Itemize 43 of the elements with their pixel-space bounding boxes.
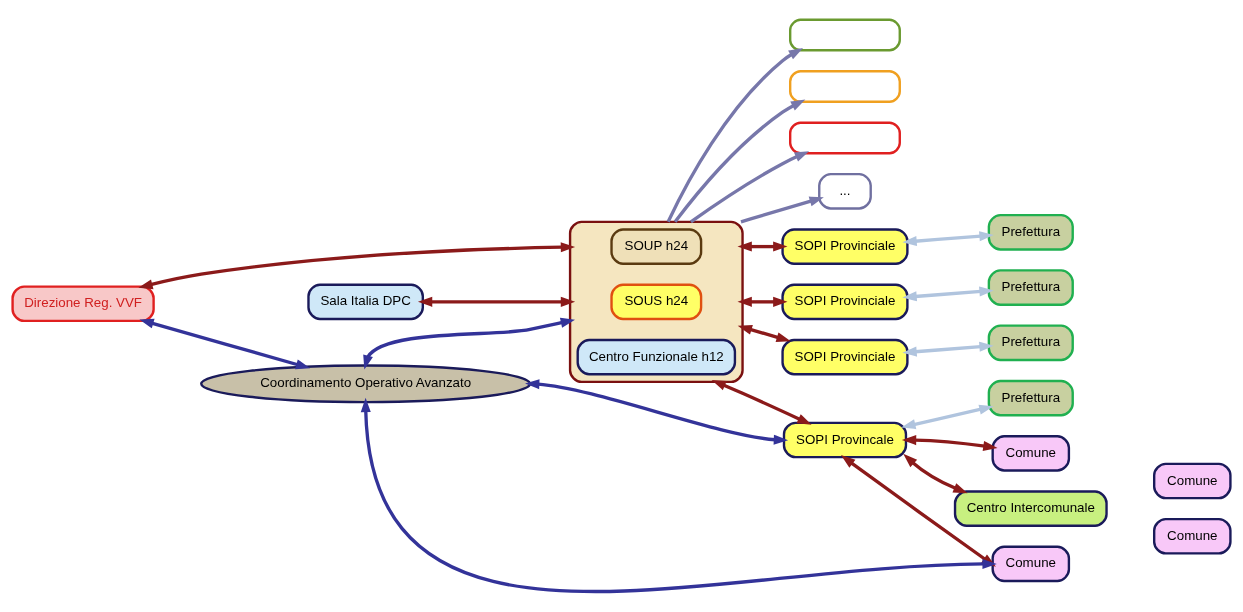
node-box: SOPI Provinciale <box>781 228 909 265</box>
arrow <box>737 296 788 307</box>
arrow <box>139 318 311 370</box>
node-box: SOUS h24 <box>610 283 703 321</box>
arrow <box>363 317 575 370</box>
node-box: SOPI Provinciale <box>781 283 909 321</box>
arrow <box>901 435 998 451</box>
node-box: Sala Italia DPC <box>307 283 424 321</box>
node-box: SOPI Provincale <box>782 421 908 459</box>
arrow <box>417 296 576 307</box>
arrow <box>711 379 812 425</box>
arrow <box>902 341 994 357</box>
arrow <box>902 231 994 247</box>
node-box: SOPI Provinciale <box>781 338 909 376</box>
node-box: SOUP h24 <box>610 228 703 265</box>
node-ellipse: Coordinamento Operativo Avanzato <box>200 364 532 404</box>
node-box: Direzione Reg. VVF <box>11 285 155 323</box>
arrow <box>740 196 824 224</box>
arrow <box>138 242 576 290</box>
arrow <box>903 453 968 494</box>
arrow <box>901 404 994 430</box>
cluster <box>568 220 744 384</box>
arrow <box>666 47 804 223</box>
arrow <box>737 324 791 343</box>
node-box: Comune <box>1153 517 1232 555</box>
node-box <box>789 70 901 103</box>
node-box: Prefettura <box>987 213 1074 251</box>
arrow <box>525 379 789 445</box>
node-box: Comune <box>991 435 1071 472</box>
arrow <box>902 286 994 302</box>
node-box: ... <box>818 173 872 210</box>
node-box <box>789 18 901 52</box>
arrow <box>673 99 806 223</box>
node-box: Comune <box>991 545 1071 583</box>
node-box: Centro Funzionale h12 <box>576 338 737 376</box>
arrow <box>689 151 810 224</box>
node-box: Prefettura <box>987 269 1074 306</box>
arrow <box>737 241 788 252</box>
node-box: Prefettura <box>987 379 1074 417</box>
node-box: Comune <box>1153 462 1232 500</box>
node-box: Prefettura <box>987 324 1074 362</box>
node-box: Centro Intercomunale <box>953 490 1108 527</box>
node-box <box>789 121 901 155</box>
